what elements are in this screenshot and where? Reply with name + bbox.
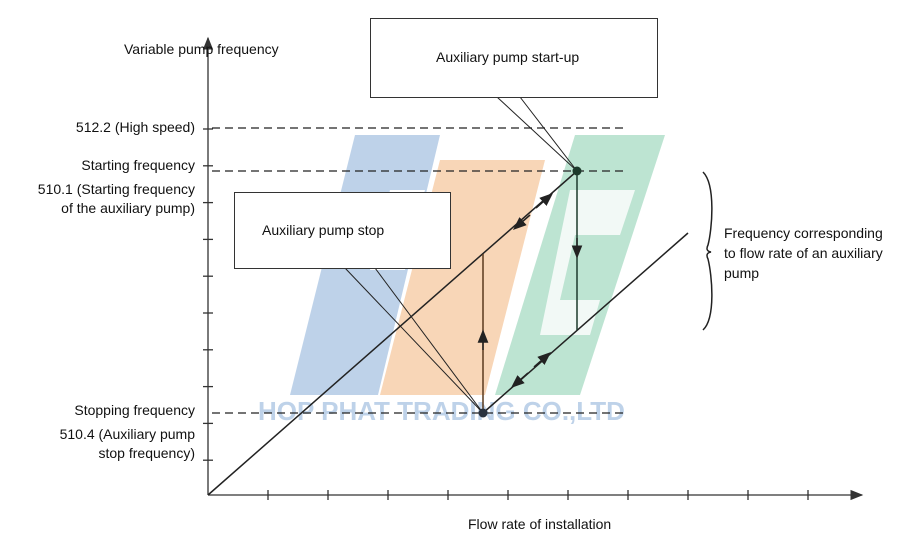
stop-callout-line: [374, 267, 484, 414]
start-point: [572, 166, 582, 176]
starting-frequency-label: Starting frequency: [81, 157, 195, 173]
curves: [207, 96, 713, 496]
arrow-up-right-2: [533, 352, 552, 368]
aux-stop-label-1: 510.4 (Auxiliary pump: [59, 426, 195, 442]
brace-label-3: pump: [724, 265, 760, 281]
watermark-text: HOP PHAT TRADING CO.,LTD: [258, 396, 625, 426]
reference-lines: [212, 127, 628, 414]
arrow-down-left-2: [510, 372, 529, 388]
stop-callout-box: Auxiliary pump stop: [234, 192, 451, 269]
aux-stop-label-2: stop frequency): [98, 445, 196, 461]
watermark-logo: HOP PHAT TRADING CO.,LTD: [258, 135, 665, 426]
stop-callout-line: [344, 267, 484, 414]
stop-callout-label: Auxiliary pump stop: [262, 222, 385, 238]
axis-ticks: [203, 128, 809, 500]
arrow-up-right: [535, 193, 554, 209]
startup-callout-label: Auxiliary pump start-up: [436, 49, 580, 65]
startup-callout-line: [519, 96, 578, 172]
aux-start-label-1: 510.1 (Starting frequency: [37, 181, 195, 197]
startup-callout-box: Auxiliary pump start-up: [370, 18, 658, 98]
stop-point: [478, 408, 488, 418]
y-axis-label: Variable pump frequency: [124, 41, 279, 57]
axes: [202, 36, 864, 501]
aux-start-label-2: of the auxiliary pump): [61, 200, 195, 216]
stopping-frequency-label: Stopping frequency: [74, 402, 195, 418]
brace-label-2: to flow rate of an auxiliary: [724, 245, 883, 261]
brace: [702, 171, 713, 331]
arrow-down-left: [512, 214, 531, 230]
x-axis-label: Flow rate of installation: [468, 516, 612, 532]
high-speed-label: 512.2 (High speed): [75, 119, 195, 135]
startup-callout-line: [496, 96, 578, 172]
brace-label-1: Frequency corresponding: [724, 225, 883, 241]
